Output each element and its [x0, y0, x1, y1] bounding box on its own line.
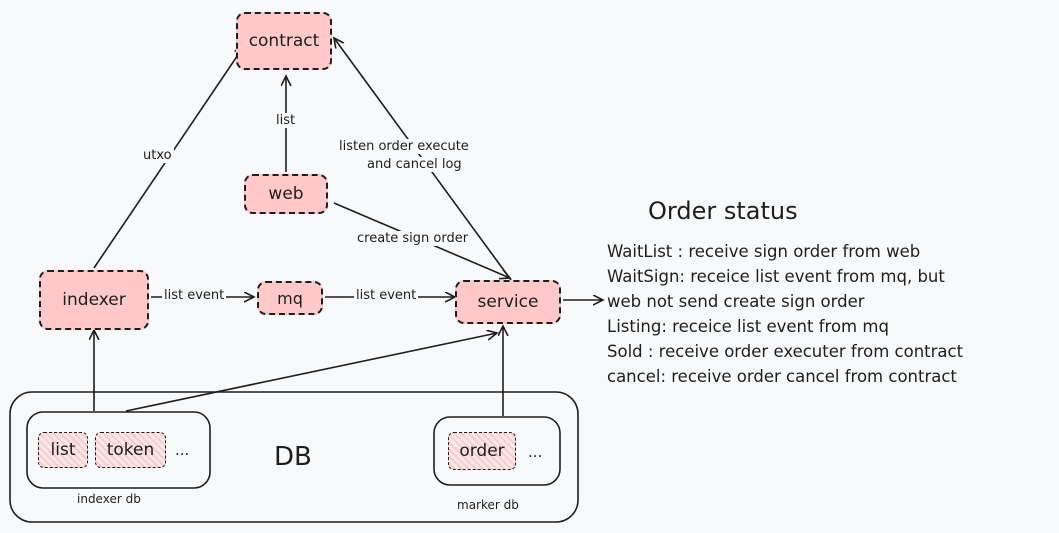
table-list: list	[38, 432, 88, 468]
edge-label-list-event-1: list event	[162, 288, 227, 303]
edge-label-listen-2: and cancel log	[365, 157, 464, 172]
table-token: token	[95, 432, 166, 468]
marker-db-label: marker db	[457, 498, 519, 512]
status-line: Listing: receice list event from mq	[607, 317, 889, 336]
order-status-title: Order status	[648, 197, 798, 225]
status-line: cancel: receive order cancel from contra…	[607, 367, 957, 386]
node-service: service	[455, 280, 561, 324]
marker-db-more: ...	[528, 443, 543, 461]
marker-db-group	[433, 416, 561, 486]
status-line: WaitList : receive sign order from web	[607, 242, 921, 261]
indexer-db-group	[26, 411, 211, 489]
table-order: order	[448, 432, 516, 470]
node-indexer: indexer	[39, 270, 149, 330]
edge-indexerdb-service	[125, 333, 497, 412]
order-status-list: WaitList : receive sign order from web W…	[607, 239, 963, 389]
status-line: Sold : receive order executer from contr…	[607, 342, 964, 361]
edge-label-list: list	[274, 113, 298, 128]
edge-label-create-sign-order: create sign order	[355, 231, 471, 246]
edge-label-listen-1: listen order execute	[337, 139, 471, 154]
edge-label-utxo: utxo	[141, 148, 174, 163]
node-web: web	[244, 174, 328, 214]
indexer-db-more: ...	[175, 441, 190, 459]
status-line: WaitSign: receice list event from mq, bu…	[607, 267, 945, 286]
edge-label-list-event-2: list event	[354, 288, 419, 303]
indexer-db-label: indexer db	[77, 492, 141, 506]
node-mq: mq	[257, 281, 323, 315]
status-line: web not send create sign order	[607, 292, 865, 311]
db-container	[9, 391, 579, 523]
node-contract: contract	[236, 12, 332, 70]
db-title: DB	[274, 442, 312, 472]
